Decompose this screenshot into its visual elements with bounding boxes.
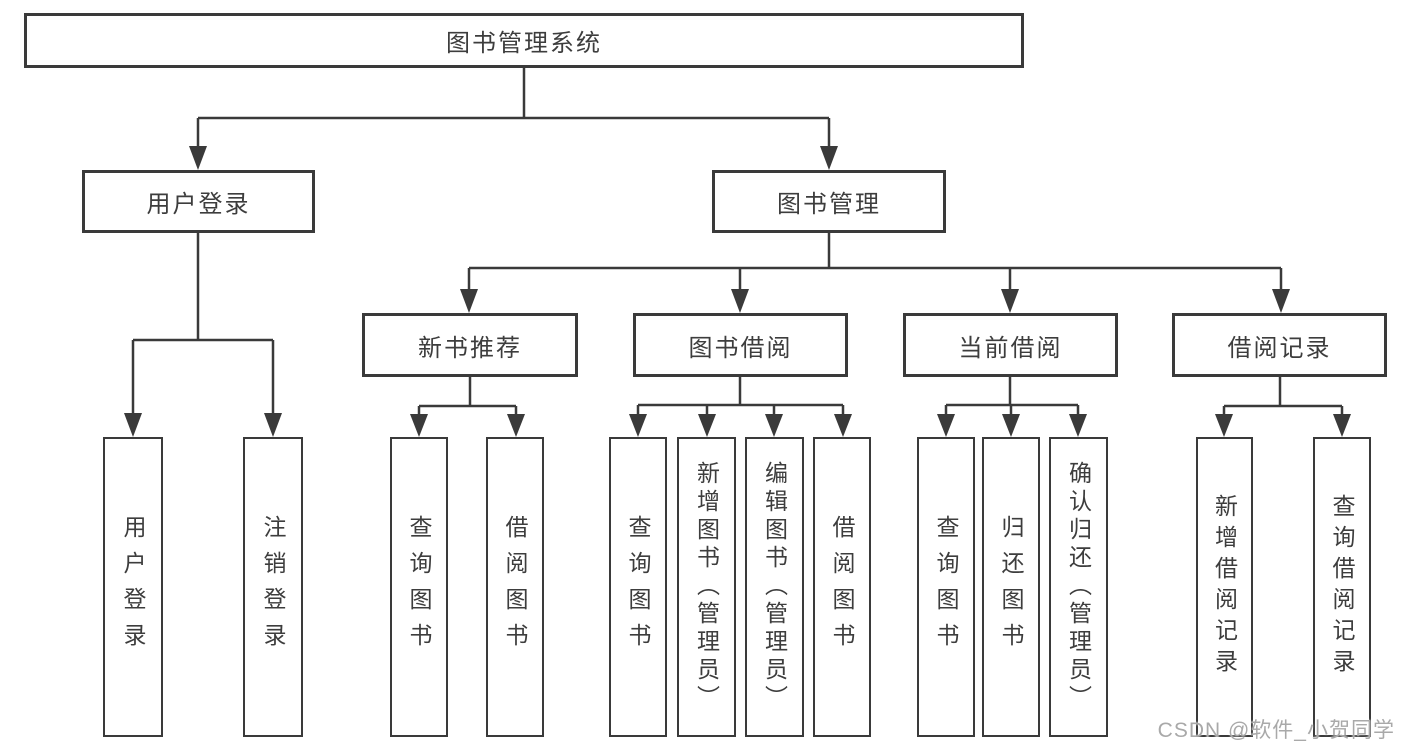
node-user-login: 用户登录	[82, 170, 315, 233]
node-current-borrow: 当前借阅	[903, 313, 1118, 377]
node-new-book-recommend: 新书推荐	[362, 313, 578, 377]
leaf-query-book-2: 查询图书	[609, 437, 667, 737]
leaf-confirm-return-admin: 确认归还（管理员）	[1049, 437, 1108, 737]
leaf-query-book-1: 查询图书	[390, 437, 448, 737]
node-book-borrow: 图书借阅	[633, 313, 848, 377]
leaf-add-borrow-record: 新增借阅记录	[1196, 437, 1253, 737]
node-book-manage: 图书管理	[712, 170, 946, 233]
node-library-system: 图书管理系统	[24, 13, 1024, 68]
leaf-borrow-book-1: 借阅图书	[486, 437, 544, 737]
leaf-user-login: 用户登录	[103, 437, 163, 737]
leaf-return-book: 归还图书	[982, 437, 1040, 737]
watermark: CSDN @软件_小贺同学	[1157, 719, 1395, 742]
leaf-add-book-admin: 新增图书（管理员）	[677, 437, 736, 737]
node-borrow-record: 借阅记录	[1172, 313, 1387, 377]
leaf-query-borrow-record: 查询借阅记录	[1313, 437, 1371, 737]
leaf-borrow-book-2: 借阅图书	[813, 437, 871, 737]
leaf-logout: 注销登录	[243, 437, 303, 737]
leaf-edit-book-admin: 编辑图书（管理员）	[745, 437, 804, 737]
leaf-query-book-3: 查询图书	[917, 437, 975, 737]
